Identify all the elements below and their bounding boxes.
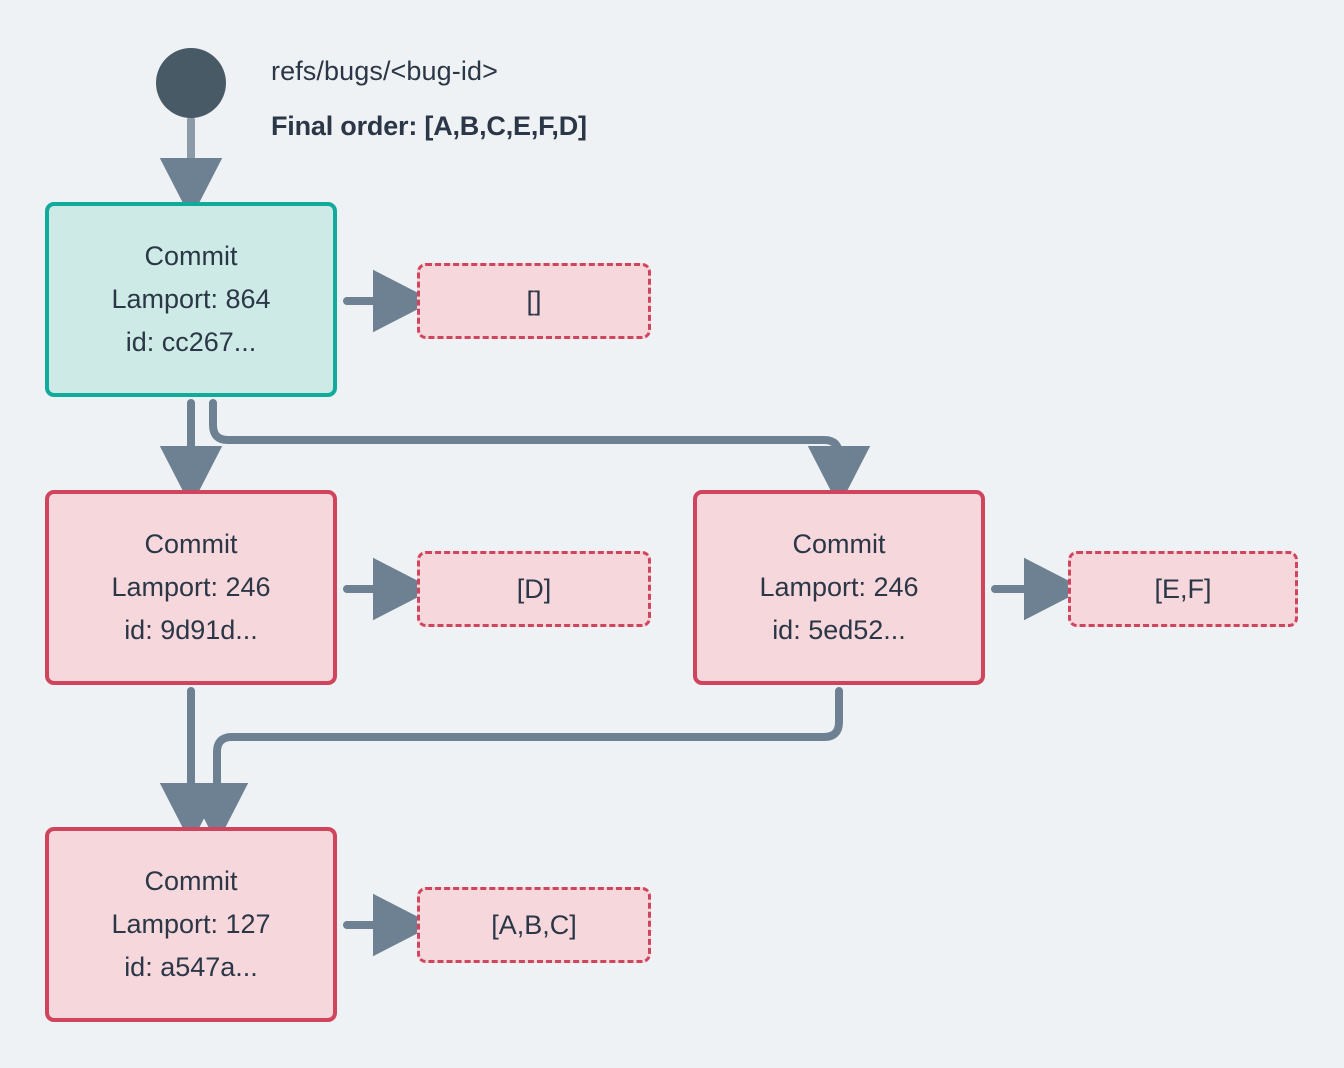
commit-node-a547a[interactable]: Commit Lamport: 127 id: a547a... — [45, 827, 337, 1022]
commit-title: Commit — [144, 866, 238, 896]
head-ref-dot — [156, 48, 226, 118]
commit-title: Commit — [144, 529, 238, 559]
commit-lamport: Lamport: 246 — [111, 572, 271, 602]
edge-5ed52-to-a547a — [185, 687, 843, 844]
commit-node-5ed52[interactable]: Commit Lamport: 246 id: 5ed52... — [693, 490, 985, 685]
commit-node-cc267[interactable]: Commit Lamport: 864 id: cc267... — [45, 202, 337, 397]
commit-id: id: 5ed52... — [772, 615, 906, 645]
commit-id: id: a547a... — [124, 952, 258, 982]
commit-lamport: Lamport: 127 — [111, 909, 271, 939]
oplist-a547a: [A,B,C] — [417, 887, 651, 963]
oplist-cc267: [] — [417, 263, 651, 339]
commit-id: id: 9d91d... — [124, 615, 258, 645]
commit-title: Commit — [792, 529, 886, 559]
oplist-9d91d: [D] — [417, 551, 651, 627]
oplist-5ed52: [E,F] — [1068, 551, 1298, 627]
commit-lamport: Lamport: 864 — [111, 284, 271, 314]
commit-title: Commit — [144, 241, 238, 271]
edge-cc267-to-5ed52 — [209, 399, 871, 507]
commit-lamport: Lamport: 246 — [759, 572, 919, 602]
commit-node-9d91d[interactable]: Commit Lamport: 246 id: 9d91d... — [45, 490, 337, 685]
commit-id: id: cc267... — [125, 327, 257, 357]
ref-path-label: refs/bugs/<bug-id> — [271, 56, 498, 86]
final-order-label: Final order: [A,B,C,E,F,D] — [271, 111, 587, 141]
